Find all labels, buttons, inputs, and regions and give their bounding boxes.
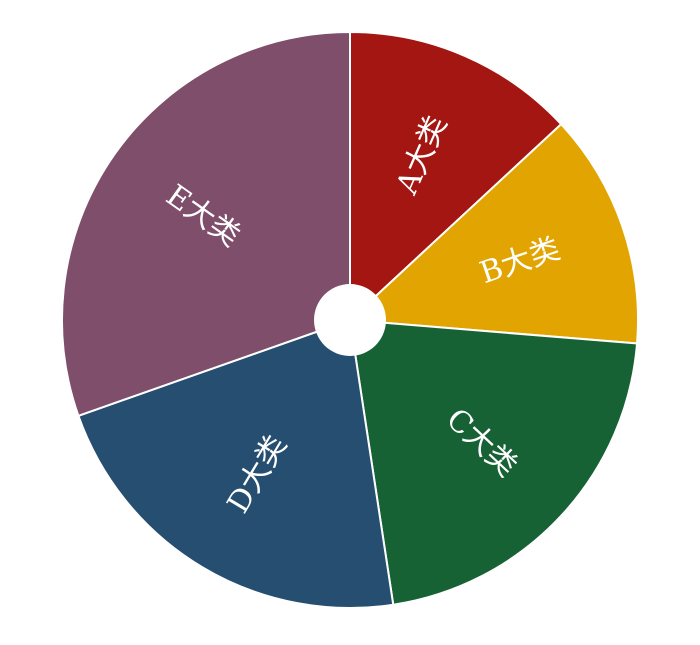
pie-slices xyxy=(61,30,639,609)
pie-slice-e xyxy=(61,30,351,418)
pie-slice-b xyxy=(347,122,639,345)
pie-slice-a xyxy=(349,30,563,323)
pie-slice-c xyxy=(348,318,639,606)
donut-hole xyxy=(314,284,386,356)
pie-slice-d xyxy=(77,318,395,609)
